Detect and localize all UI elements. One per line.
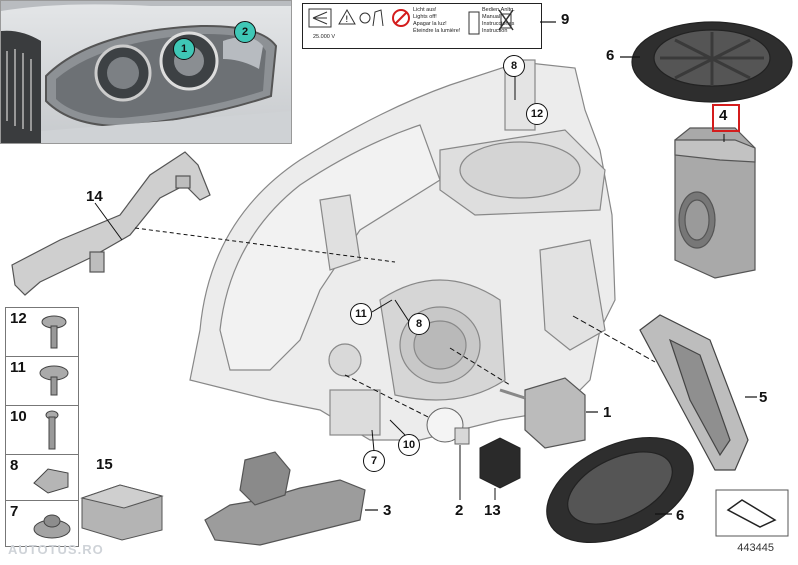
warning-label: ! 25.000 V Licht aus! Lights off! Apagar… <box>302 3 542 49</box>
legend-cell-12: 12 <box>5 307 79 357</box>
screw-11-icon <box>39 365 69 396</box>
part-label-1: 1 <box>603 404 612 421</box>
circled-ref-12: 12 <box>526 103 548 125</box>
grommet-7-icon <box>33 514 71 539</box>
control-unit-4 <box>674 127 756 279</box>
clip-nut-8-icon <box>33 468 69 494</box>
inset-callout-1: 1 <box>173 38 195 60</box>
legend-num-7: 7 <box>10 503 19 520</box>
part-label-4: 4 <box>719 107 728 124</box>
svg-text:!: ! <box>345 15 349 25</box>
part-label-13: 13 <box>484 502 501 519</box>
warning-line-left-4: Éteindre la lumière! <box>413 28 461 34</box>
part-label-5: 5 <box>759 389 768 406</box>
legend-cell-8: 8 <box>5 454 79 501</box>
mounting-bracket-14 <box>11 151 211 296</box>
legend-num-11: 11 <box>10 359 26 376</box>
legend-num-8: 8 <box>10 457 19 474</box>
ballast-frame-5 <box>639 314 749 471</box>
screw-12-icon <box>41 315 67 349</box>
headlight-photo-drawing <box>1 1 291 143</box>
highlight-box-part-4 <box>712 104 740 132</box>
warning-line-right-3: Instrucciones <box>482 21 515 27</box>
holder-3 <box>204 451 366 546</box>
legend-num-12: 12 <box>10 310 27 327</box>
circled-ref-7: 7 <box>363 450 385 472</box>
part-label-6-bottom: 6 <box>676 507 685 524</box>
cover-cap-6-top <box>631 21 793 103</box>
part-label-9: 9 <box>561 11 570 28</box>
circled-ref-10: 10 <box>398 434 420 456</box>
circled-ref-8-top: 8 <box>503 55 525 77</box>
warning-line-left-1: Licht aus! <box>413 7 437 13</box>
legend-cell-7: 7 <box>5 500 79 547</box>
legend-cell-11: 11 <box>5 356 79 406</box>
warning-line-left-3: Apagar la luz! <box>413 21 447 27</box>
cover-cap-6-bottom <box>546 436 694 544</box>
part-label-2: 2 <box>455 502 464 519</box>
legend-num-10: 10 <box>10 408 27 425</box>
screw-10-icon <box>45 410 59 450</box>
part-label-6-top: 6 <box>606 47 615 64</box>
warning-line-right-1: Bedien.Anltg. <box>482 7 515 13</box>
circled-ref-11: 11 <box>350 303 372 325</box>
legend-cell-10: 10 <box>5 405 79 455</box>
warning-voltage: 25.000 V <box>313 34 336 40</box>
warning-line-right-4: Instruction <box>482 28 508 34</box>
part-label-15: 15 <box>96 456 113 473</box>
bulb-2 <box>426 407 470 445</box>
circled-ref-8-mid: 8 <box>408 313 430 335</box>
bulb-socket-13 <box>479 437 521 489</box>
warning-label-icons: ! <box>308 8 514 35</box>
headlight-inset-photo: 1 2 <box>0 0 292 144</box>
part-label-3: 3 <box>383 502 392 519</box>
component-box-15 <box>80 484 164 541</box>
part-label-14: 14 <box>86 188 103 205</box>
warning-line-left-2: Lights off! <box>413 14 437 20</box>
inset-callout-2: 2 <box>234 21 256 43</box>
warning-line-right-2: Manual <box>482 14 501 20</box>
diagram-number: 443445 <box>737 542 774 554</box>
igniter-1 <box>499 377 586 449</box>
watermark: AUTOTUS.RO <box>8 542 104 557</box>
